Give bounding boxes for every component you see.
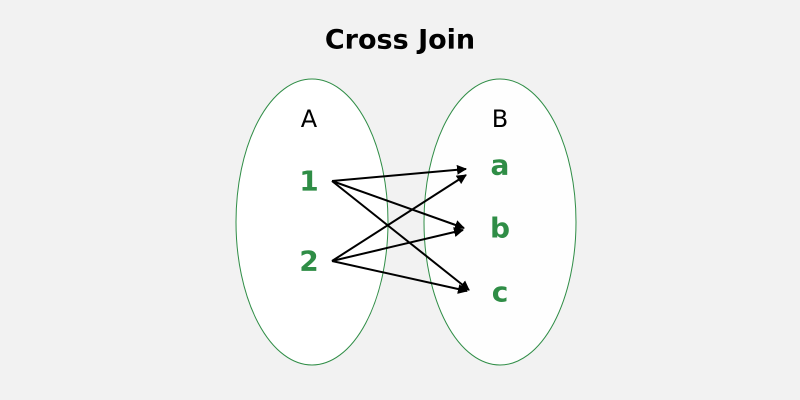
arrow-2-a <box>331 174 467 262</box>
element-c: c <box>492 276 509 309</box>
element-a: a <box>491 149 510 182</box>
set-a-ellipse <box>235 78 389 366</box>
arrow-1-b <box>331 180 465 230</box>
element-1: 1 <box>299 165 318 198</box>
arrow-1-a <box>331 164 467 182</box>
element-2: 2 <box>299 245 318 278</box>
arrow-2-b <box>331 227 464 262</box>
arrow-2-c <box>331 260 468 294</box>
element-b: b <box>490 212 510 245</box>
set-b-label: B <box>492 105 508 133</box>
diagram-title: Cross Join <box>325 25 475 56</box>
set-a-label: A <box>301 105 318 133</box>
arrow-1-c <box>331 180 470 291</box>
